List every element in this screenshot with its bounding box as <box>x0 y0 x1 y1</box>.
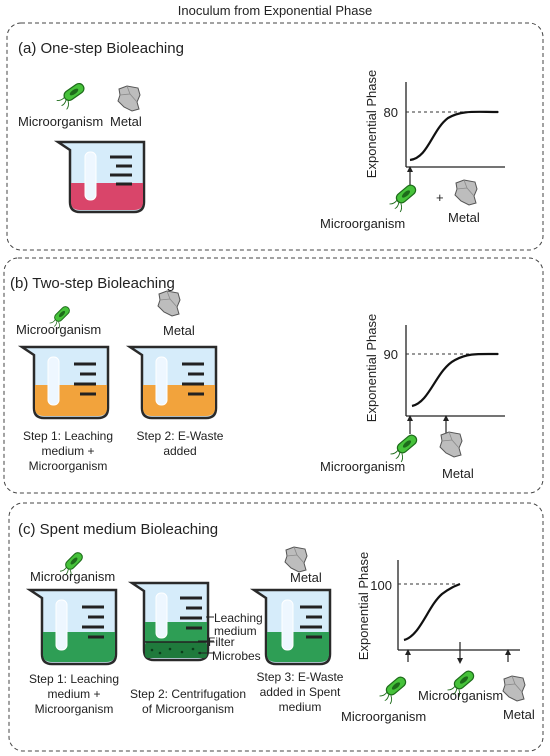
panel-b-x-label-left: Microorganism <box>320 459 405 474</box>
metal-rock-icon <box>284 546 308 573</box>
panel-a-graph: 80 Exponential Phase + Microorganism Met… <box>320 70 505 231</box>
panel-b-step-1-line-2: medium + <box>41 444 94 458</box>
panel-c-step-3-line-2: added in Spent <box>260 685 341 699</box>
panel-c-x-label-mid: Microorganism <box>418 688 503 703</box>
metal-rock-icon <box>454 179 478 206</box>
panel-a-metal-label: Metal <box>110 114 142 129</box>
panel-b-step-1-line-3: Microorganism <box>29 459 108 473</box>
panel-b-step-2-line-1: Step 2: E-Waste <box>137 429 224 443</box>
panel-a-plus: + <box>436 190 444 205</box>
metal-rock-icon <box>157 290 181 317</box>
metal-rock-icon <box>439 431 463 458</box>
panel-b-title: (b) Two-step Bioleaching <box>10 275 175 292</box>
panel-b-step-2-line-2: added <box>163 444 196 458</box>
panel-c-level-label: 100 <box>370 578 392 593</box>
panel-a-y-label: Exponential Phase <box>364 70 379 178</box>
panel-c-beaker-3 <box>249 588 332 666</box>
panel-a-x-label-right: Metal <box>448 210 480 225</box>
panel-a-level-label: 80 <box>384 105 398 120</box>
panel-b-frame <box>3 257 544 494</box>
panel-c-y-label: Exponential Phase <box>356 552 371 660</box>
panel-b-y-label: Exponential Phase <box>364 314 379 422</box>
bacterium-icon <box>387 182 422 215</box>
panel-c-x-label-left: Microorganism <box>341 709 426 724</box>
panel-c-microorganism-label: Microorganism <box>30 569 115 584</box>
panel-c-step-1-line-1: Step 1: Leaching <box>29 672 119 686</box>
panel-b-level-label: 90 <box>384 347 398 362</box>
panel-c-step-3-line-3: medium <box>279 700 322 714</box>
panel-c-leaching-label: Leaching <box>214 611 263 625</box>
panel-c-liquid-1 <box>43 632 115 662</box>
panel-b-growth-curve <box>411 352 499 408</box>
panel-c-step-3-line-1: Step 3: E-Waste <box>257 670 344 684</box>
panel-c-microbes-label: Microbes <box>212 649 261 663</box>
panel-b-liquid-2 <box>143 385 215 416</box>
bacterium-icon <box>377 674 412 707</box>
panel-a-title: (a) One-step Bioleaching <box>18 40 184 57</box>
panel-b-microorganism-label: Microorganism <box>16 322 101 337</box>
panel-b-step-1-line-1: Step 1: Leaching <box>23 429 113 443</box>
panel-c-growth-curve <box>403 582 461 642</box>
panel-c-x-label-right: Metal <box>503 707 535 722</box>
panel-b-beaker-1 <box>17 345 110 420</box>
header-title: Inoculum from Exponential Phase <box>178 3 372 18</box>
panel-c-leaching-medium-layer <box>145 622 207 642</box>
panel-a-x-label-left: Microorganism <box>320 216 405 231</box>
panel-b-x-label-right: Metal <box>442 466 474 481</box>
panel-c-frame <box>8 502 544 752</box>
panel-a-growth-curve <box>409 110 499 162</box>
panel-c-step-2-line-2: of Microorganism <box>142 702 234 716</box>
panel-a-frame <box>6 22 544 251</box>
metal-rock-icon <box>117 85 141 112</box>
panel-c-beaker-1 <box>25 588 118 666</box>
bacterium-icon <box>54 80 90 112</box>
panel-b-liquid-1 <box>35 385 107 416</box>
metal-rock-icon <box>502 675 526 702</box>
panel-c-medium-label: medium <box>214 624 257 638</box>
panel-c-step-2-line-1: Step 2: Centrifugation <box>130 687 246 701</box>
panel-b-beaker-2 <box>125 345 218 420</box>
panel-b-metal-label: Metal <box>163 323 195 338</box>
panel-c-microbes-layer <box>145 642 207 658</box>
panel-c-filter-label: Filter <box>208 635 235 649</box>
panel-a-microorganism-label: Microorganism <box>18 114 103 129</box>
panel-a-liquid <box>71 183 143 210</box>
panel-c-title: (c) Spent medium Bioleaching <box>18 521 218 538</box>
panel-c-step-1-line-3: Microorganism <box>35 702 114 716</box>
panel-c-step-1-line-2: medium + <box>47 687 100 701</box>
panel-b-graph: 90 Exponential Phase Microorganism Metal <box>320 314 505 481</box>
panel-c-beaker-2 <box>127 581 210 662</box>
panel-a-beaker <box>53 140 146 214</box>
panel-c-metal-label: Metal <box>290 570 322 585</box>
panel-c-graph: 100 Exponential Phase Microorganism Micr… <box>341 552 535 724</box>
